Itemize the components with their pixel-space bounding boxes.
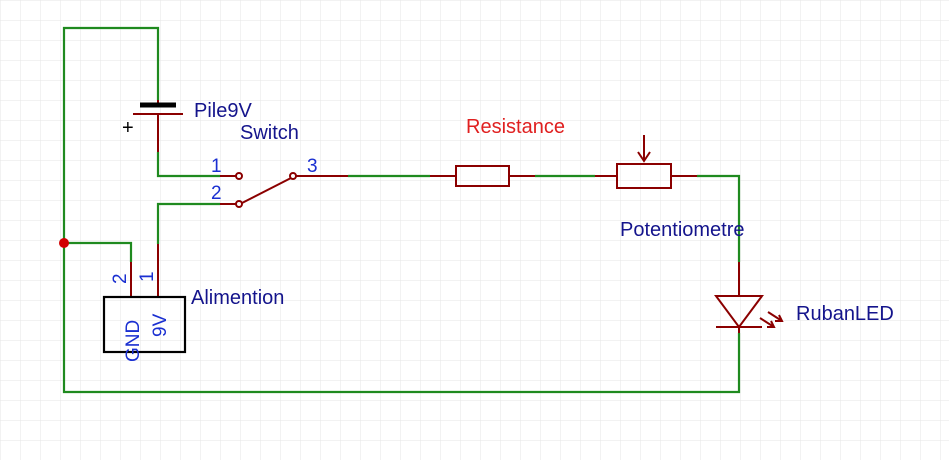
battery-symbol[interactable]: [133, 100, 183, 152]
resistor-label: Resistance: [466, 116, 565, 138]
power-connector-symbol[interactable]: [102, 244, 187, 354]
components: [102, 100, 784, 354]
switch-pin2-number: 2: [211, 183, 222, 204]
battery-plus-sign: +: [122, 117, 134, 139]
switch-symbol[interactable]: [220, 172, 348, 208]
potentiometer-symbol[interactable]: [595, 135, 697, 189]
resistor-symbol[interactable]: [430, 165, 535, 187]
wire-9v-to-switch-pin2[interactable]: [156, 202, 220, 244]
connector-pin1-number: 1: [137, 271, 158, 282]
junction-dot: [59, 238, 69, 248]
connector-pin2-number: 2: [110, 273, 131, 284]
connector-9v-pin-name: 9V: [150, 313, 171, 337]
led-label: RubanLED: [796, 303, 894, 325]
potentiometer-label: Potentiometre: [620, 219, 745, 241]
wire-battery-to-switch-pin1[interactable]: [156, 152, 220, 178]
power-connector-label: Alimention: [191, 287, 284, 309]
wires: [62, 26, 741, 394]
connector-gnd-pin-name: GND: [123, 320, 144, 362]
battery-label: Pile9V: [194, 100, 252, 122]
switch-pin3-number: 3: [307, 156, 318, 177]
wire-battery-top-to-led[interactable]: [62, 26, 741, 394]
wire-potentiometer-to-led[interactable]: [697, 174, 741, 262]
wire-junction-to-gnd[interactable]: [64, 241, 133, 262]
led-symbol[interactable]: [714, 262, 784, 333]
switch-pin1-number: 1: [211, 156, 222, 177]
switch-label: Switch: [240, 122, 299, 144]
